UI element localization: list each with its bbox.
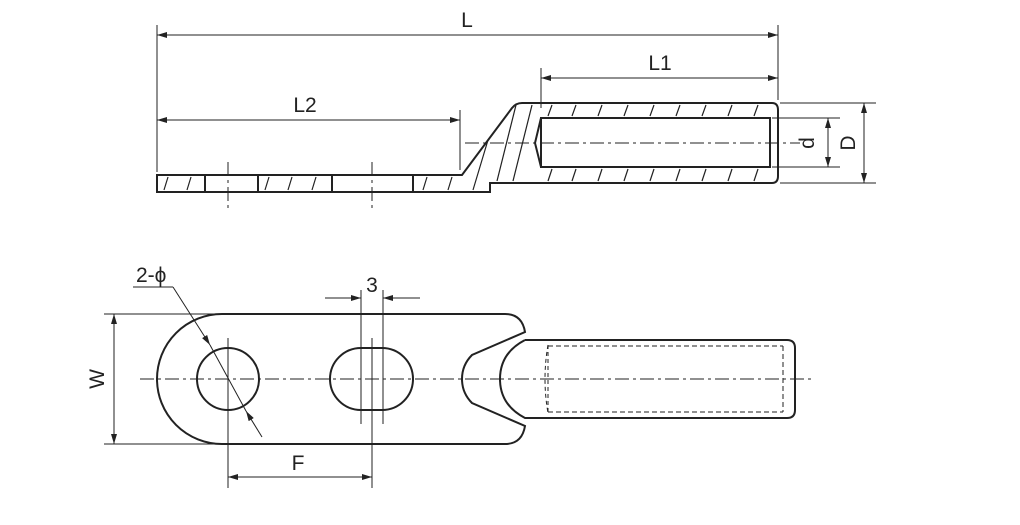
label-L1: L1 [648,52,671,75]
lug-plate-outline [156,313,527,445]
barrel-bore-hidden [544,344,549,414]
label-L2: L2 [293,94,316,117]
side-view: L L1 L2 [156,9,876,212]
barrel-outline [498,339,796,419]
label-slot-width: 3 [366,274,378,297]
label-L: L [461,9,473,32]
label-D: D [837,135,860,150]
label-d: d [796,137,819,149]
leader-line [172,286,211,346]
extension-lines-diameter [772,102,876,184]
hatching [163,104,759,191]
label-W: W [86,369,109,389]
slot-hole [329,347,414,411]
top-view: 3 W F 2-ϕ [86,264,812,488]
label-hole-spec: 2-ϕ [136,264,166,287]
label-F: F [292,452,305,475]
plate-sections [204,175,414,192]
leader-line [245,410,263,438]
leader-line [209,344,247,412]
lug-side-outline [156,102,779,193]
